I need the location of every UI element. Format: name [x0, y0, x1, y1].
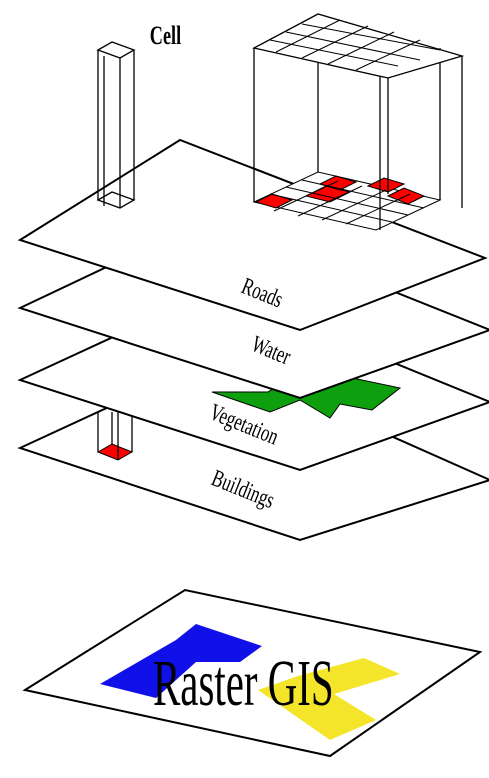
layer-roads [17, 13, 488, 332]
building-column [97, 412, 133, 460]
raster-yellow-area [258, 658, 400, 740]
raster-gis-label: Raster GIS [153, 646, 334, 719]
raster-gis-composite: Raster GIS [22, 588, 483, 758]
raster-blue-area [100, 624, 262, 698]
cell-label: Cell [150, 21, 181, 50]
single-cell-column [96, 41, 136, 209]
cell-block-top [252, 13, 465, 79]
